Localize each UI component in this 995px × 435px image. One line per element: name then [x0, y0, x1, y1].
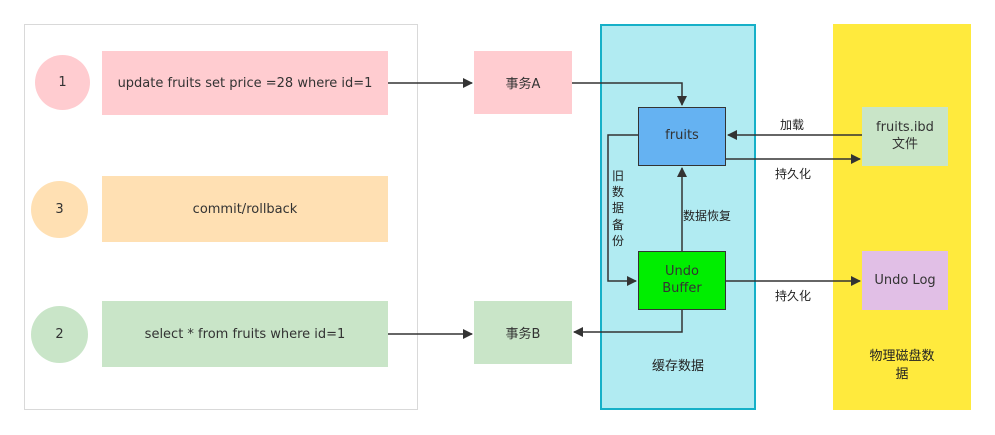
edge-label-backup: 旧 数 据 备 份 — [611, 169, 624, 248]
edge-label-persist-undo: 持久化 — [775, 289, 812, 303]
step-1-circle: 1 — [35, 55, 90, 110]
step-3-circle: 3 — [31, 181, 88, 238]
undo-log-node: Undo Log — [862, 251, 948, 310]
cache-caption: 缓存数据 — [651, 358, 704, 374]
transaction-b: 事务B — [474, 301, 572, 364]
step-3-statement: commit/rollback — [102, 176, 388, 242]
step-2-statement: select * from fruits where id=1 — [102, 301, 388, 367]
arrow-fruits-to-undo — [607, 134, 638, 286]
cache-region — [600, 24, 756, 410]
disk-region — [833, 24, 971, 410]
arrow-undo-to-txB — [573, 310, 683, 337]
fruits-table-node: fruits — [638, 107, 726, 166]
undo-buffer-node: Undo Buffer — [638, 251, 726, 310]
step-1-statement: update fruits set price =28 where id=1 — [102, 51, 388, 115]
disk-caption: 物理磁盘数 据 — [869, 348, 935, 382]
arrow-txA-to-fruits — [572, 82, 687, 106]
edge-label-persist-fruits: 持久化 — [775, 167, 812, 181]
edge-label-restore: 数据恢复 — [683, 209, 732, 223]
step-2-circle: 2 — [31, 306, 88, 363]
edge-label-load: 加载 — [780, 118, 805, 132]
fruits-ibd-file-node: fruits.ibd 文件 — [862, 107, 948, 166]
transaction-a: 事务A — [474, 51, 572, 114]
